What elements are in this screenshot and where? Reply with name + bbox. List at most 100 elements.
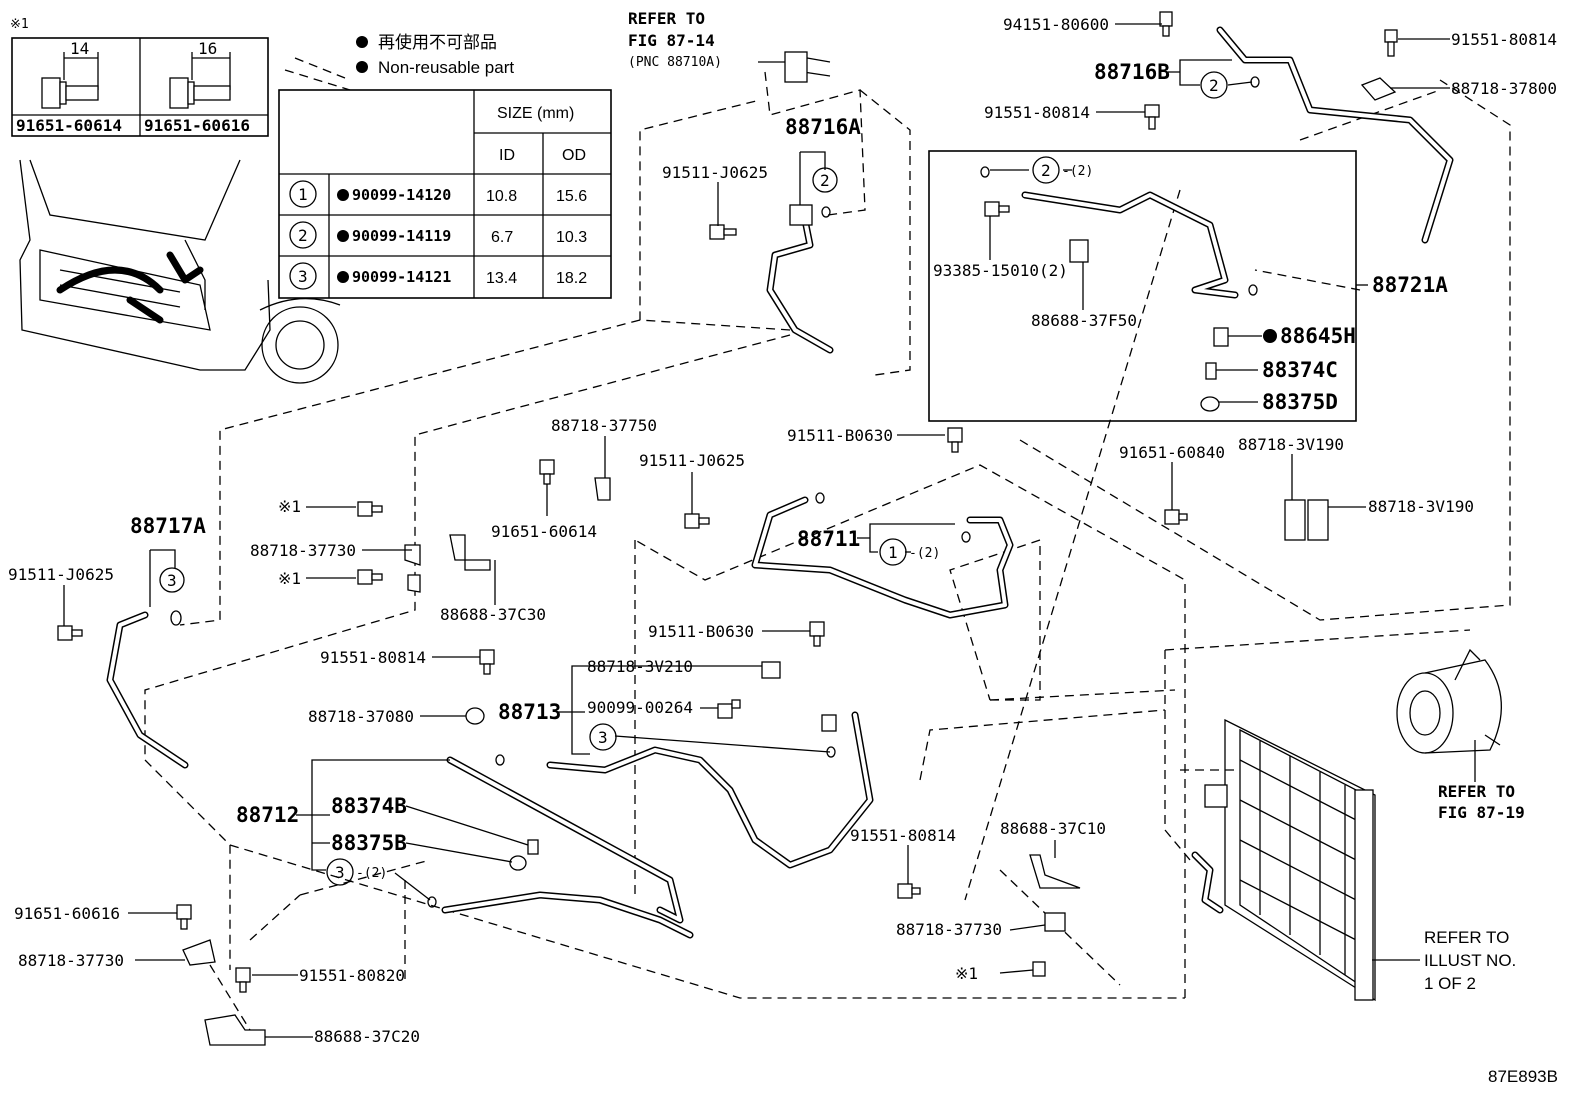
- part-label: 91651-60616: [14, 904, 120, 923]
- part-label: 91511-J0625: [639, 451, 745, 470]
- part-labels: 94151-80600 91551-80814 88716B 88718-378…: [8, 15, 1557, 1046]
- clamp-icon: [594, 477, 611, 501]
- part-label: 88711: [797, 527, 860, 551]
- legend-jp: 再使用不可部品: [378, 32, 497, 52]
- part-label: 88712: [236, 803, 299, 827]
- cap-icon: [1200, 396, 1220, 412]
- table-id: 10.8: [486, 188, 517, 205]
- bolt-part-number: 91651-60616: [144, 116, 250, 135]
- part-label: 88718-37730: [18, 951, 124, 970]
- bolt-icon: [1032, 961, 1046, 977]
- part-label: 88375B: [331, 831, 407, 855]
- part-label: 91511-B0630: [787, 426, 893, 445]
- table-od: 15.6: [556, 188, 587, 205]
- part-label: 91511-B0630: [648, 622, 754, 641]
- ref-line: REFER TO: [1438, 782, 1515, 801]
- assembly-outlines: [144, 71, 1511, 1031]
- hose-size-table: SIZE (mm) ID OD 1 90099-14120 10.8 15.6 …: [278, 89, 612, 299]
- table-part: 90099-14120: [352, 186, 451, 204]
- bolt-icon: [717, 699, 741, 719]
- ref-qty: -(2): [356, 866, 387, 881]
- bolt-icon: [357, 501, 383, 517]
- legend: 再使用不可部品 Non-reusable part: [356, 32, 514, 77]
- part-label: 88718-3V190: [1238, 435, 1344, 454]
- ref-circle-2: 2: [1209, 76, 1219, 95]
- part-label: 91651-60614: [491, 522, 597, 541]
- part-label: 88375D: [1262, 390, 1338, 414]
- part-label: 91511-J0625: [662, 163, 768, 182]
- ref-circle-3: 3: [335, 863, 345, 882]
- bolt-icon: [479, 649, 495, 675]
- bolt-icon: [1159, 11, 1173, 37]
- bolt-icon: [539, 459, 555, 485]
- table-ref: 3: [298, 267, 308, 286]
- note-mark: ※1: [278, 497, 301, 516]
- ref-qty: -(2): [1062, 164, 1093, 179]
- part-label: 88718-37800: [1451, 79, 1557, 98]
- bolt-icon: [1164, 509, 1188, 525]
- bolt-icon: [235, 967, 251, 993]
- part-label: 88718-37750: [551, 416, 657, 435]
- part-label: 88688-37C30: [440, 605, 546, 624]
- valve-icon: [1213, 327, 1229, 347]
- ref-line: REFER TO: [628, 9, 705, 28]
- ref-line: 1 OF 2: [1424, 974, 1476, 993]
- bolt-icon: [57, 625, 83, 641]
- clamp-icon: [1069, 239, 1089, 263]
- clamp-icon: [1044, 912, 1066, 932]
- bolt-length-14: 14: [70, 39, 89, 58]
- part-label: 88717A: [130, 514, 206, 538]
- clamp-icon: [465, 707, 485, 725]
- part-label: 88718-3V190: [1368, 497, 1474, 516]
- part-label: 88721A: [1372, 273, 1448, 297]
- table-part: 90099-14119: [352, 227, 451, 245]
- ref-line: REFER TO: [1424, 928, 1509, 947]
- bracket-icon: [449, 534, 491, 571]
- clamp-icon: [404, 544, 421, 593]
- col-id: ID: [499, 147, 515, 164]
- part-label: 91551-80814: [850, 826, 956, 845]
- 88721a-group-box: [928, 150, 1357, 422]
- part-label: 88374B: [331, 794, 407, 818]
- part-label: 91551-80814: [320, 648, 426, 667]
- part-label: 91511-J0625: [8, 565, 114, 584]
- refer-illust: REFER TO ILLUST NO. 1 OF 2: [1424, 928, 1516, 993]
- table-part: 90099-14121: [352, 268, 451, 286]
- part-label: 88374C: [1262, 358, 1338, 382]
- flange-bolt-icon: [41, 52, 99, 109]
- bolt-icon: [984, 201, 1010, 217]
- circled-refs: 2 2 2 -(2) 3 1 -(2) 3 3 -(2): [159, 71, 1228, 886]
- part-label: 91551-80820: [299, 966, 405, 985]
- flange-bolt-icon: [169, 52, 231, 109]
- illustration-code: 87E893B: [1488, 1067, 1558, 1086]
- part-label: 88716B: [1094, 60, 1170, 84]
- non-reusable-dot-icon: [356, 61, 368, 73]
- clamp-icon: [789, 204, 813, 226]
- clamp-icon: [182, 939, 216, 966]
- ref-circle-2: 2: [820, 171, 830, 190]
- non-reusable-dot-icon: [1263, 329, 1277, 343]
- col-od: OD: [562, 147, 586, 164]
- bracket-icon: [1284, 499, 1329, 541]
- ref-circle-2: 2: [1041, 161, 1051, 180]
- note-mark: ※1: [955, 964, 978, 983]
- bolt-icon: [684, 513, 710, 529]
- part-label: 94151-80600: [1003, 15, 1109, 34]
- bolt-icon: [176, 904, 192, 930]
- part-label: 91651-60840: [1119, 443, 1225, 462]
- bolt-icon: [809, 621, 825, 647]
- part-label: 88688-37C10: [1000, 819, 1106, 838]
- refer-fig-87-19: REFER TO FIG 87-19: [1438, 782, 1525, 822]
- part-label: 88718-37080: [308, 707, 414, 726]
- vehicle-front-icon: [19, 57, 351, 384]
- table-ref: 1: [298, 185, 308, 204]
- ref-circle-1: 1: [888, 543, 898, 562]
- note-mark: ※1: [278, 569, 301, 588]
- part-label: 91551-80814: [1451, 30, 1557, 49]
- bolt-legend: ※1 14 91651-60614 16 91651-60616: [10, 17, 269, 137]
- bolt-icon: [1384, 29, 1398, 57]
- ref-line: FIG 87-14: [628, 31, 715, 50]
- cap-icon: [509, 855, 527, 871]
- bracket-icon: [204, 1014, 266, 1046]
